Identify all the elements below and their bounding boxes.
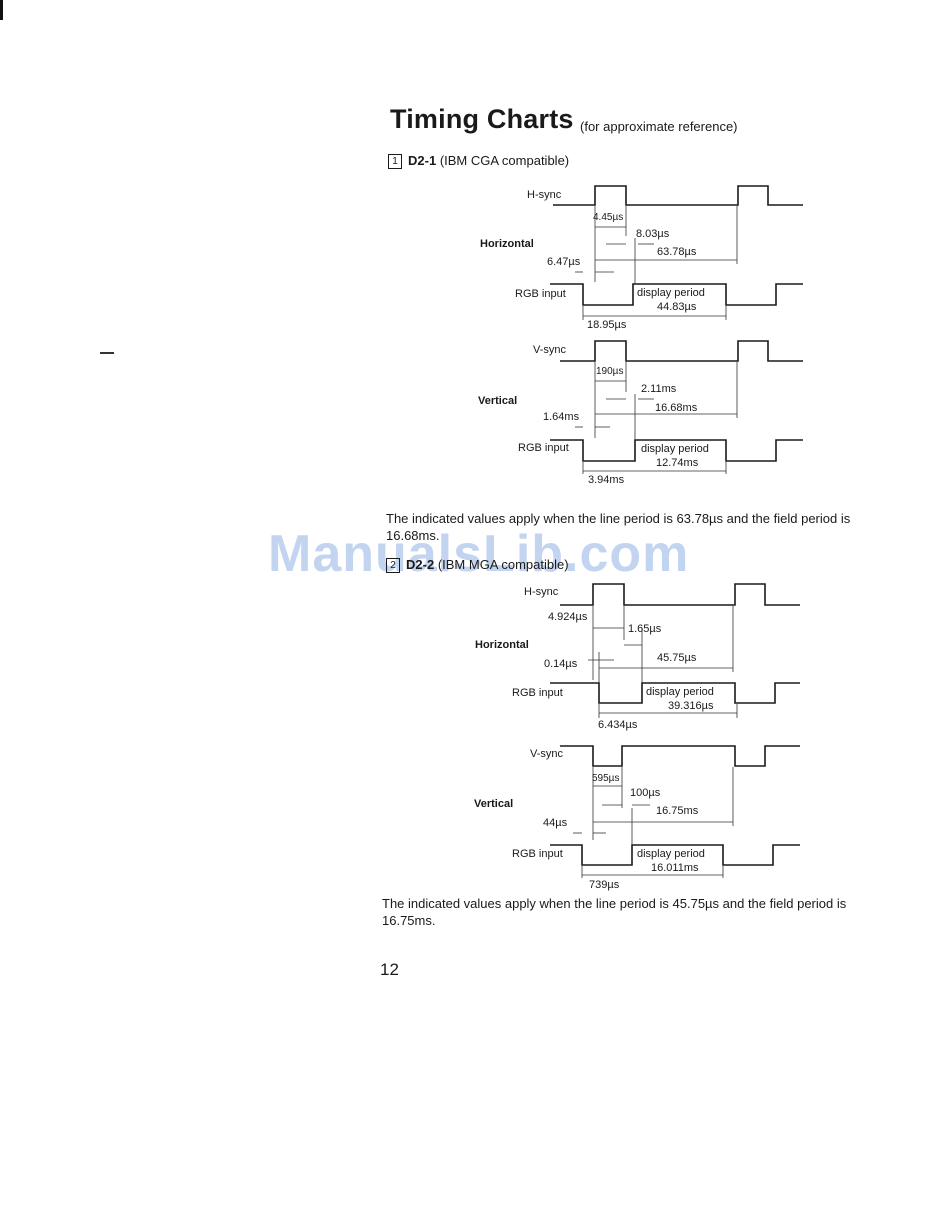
s1-v-display-time: 12.74ms	[656, 457, 699, 469]
s1-h-blank-time: 18.95µs	[587, 319, 627, 331]
page-edge-mark	[0, 0, 3, 20]
s1-h-sync-width: 4.45µs	[593, 212, 624, 223]
section1-desc: (IBM CGA compatible)	[439, 153, 570, 168]
s1-v-blank-time: 3.94ms	[588, 474, 625, 486]
s1-v-back-porch: 2.11ms	[641, 383, 677, 395]
section1-number: 1	[388, 154, 402, 169]
s2-h-front-porch: 0.14µs	[544, 658, 578, 670]
section2-code: D2-2	[406, 557, 435, 572]
watermark-logo: ManualsLib.com	[268, 525, 690, 583]
section2-note: The indicated values apply when the line…	[382, 896, 847, 928]
s1-h-back-porch: 8.03µs	[636, 228, 670, 240]
s1-hrgb-waveform	[550, 283, 803, 306]
s1-vsync-label: V-sync	[533, 344, 567, 356]
s2-h-blank-time: 6.434µs	[598, 719, 638, 731]
section2-number: 2	[386, 558, 400, 573]
page-subtitle: (for approximate reference)	[580, 119, 738, 134]
s1-v-line-period: 16.68ms	[655, 402, 698, 414]
s2-h-display-time: 39.316µs	[668, 700, 714, 712]
section2-desc: (IBM MGA compatible)	[437, 557, 569, 572]
s2-vertical-label: Vertical	[474, 798, 514, 810]
s2-v-sync-width: 595µs	[592, 773, 620, 784]
s2-v-line-period: 16.75ms	[656, 805, 699, 817]
s1-vrgb-waveform	[550, 439, 803, 462]
s1-v-display-label: display period	[641, 443, 709, 455]
s2-hrgb-label: RGB input	[512, 687, 563, 699]
s2-v-display-label: display period	[637, 848, 705, 860]
s1-v-sync-width: 190µs	[596, 366, 624, 377]
section1-heading: 1 D2-1 (IBM CGA compatible)	[388, 153, 569, 169]
s2-v-blank-time: 739µs	[589, 879, 620, 891]
s2-vrgb-label: RGB input	[512, 848, 563, 860]
s1-horizontal-label: Horizontal	[480, 238, 534, 250]
page-title: Timing Charts	[390, 104, 574, 134]
s1-hrgb-label: RGB input	[515, 288, 566, 300]
s2-vsync-waveform	[560, 745, 800, 767]
s1-h-display-label: display period	[637, 287, 705, 299]
s2-v-front-porch: 44µs	[543, 817, 568, 829]
s1-h-front-porch: 6.47µs	[547, 256, 581, 268]
s2-v-back-porch: 100µs	[630, 787, 661, 799]
s1-h-display-time: 44.83µs	[657, 301, 697, 313]
margin-dash	[100, 352, 114, 354]
s1-hsync-label: H-sync	[527, 189, 562, 201]
section2-heading: 2 D2-2 (IBM MGA compatible)	[386, 557, 569, 573]
s1-vertical-label: Vertical	[478, 395, 518, 407]
s1-h-line-period: 63.78µs	[657, 246, 697, 258]
s2-v-display-time: 16.011ms	[651, 862, 699, 874]
section1-note: The indicated values apply when the line…	[386, 511, 851, 543]
page-number: 12	[380, 960, 399, 979]
s1-hsync-waveform	[553, 185, 803, 206]
section1-code: D2-1	[408, 153, 437, 168]
s2-h-display-label: display period	[646, 686, 714, 698]
s2-hsync-waveform	[560, 583, 800, 606]
s2-h-back-porch: 1.65µs	[628, 623, 662, 635]
s2-hsync-label: H-sync	[524, 586, 559, 598]
s1-v-front-porch: 1.64ms	[543, 411, 580, 423]
s2-vsync-label: V-sync	[530, 748, 564, 760]
s2-vrgb-waveform	[550, 844, 800, 866]
s2-h-line-period: 45.75µs	[657, 652, 697, 664]
s2-horizontal-label: Horizontal	[475, 639, 529, 651]
s1-vrgb-label: RGB input	[518, 442, 569, 454]
s2-hrgb-waveform	[550, 682, 800, 704]
s2-h-sync-width: 4.924µs	[548, 611, 588, 623]
s1-vsync-waveform	[560, 340, 803, 362]
